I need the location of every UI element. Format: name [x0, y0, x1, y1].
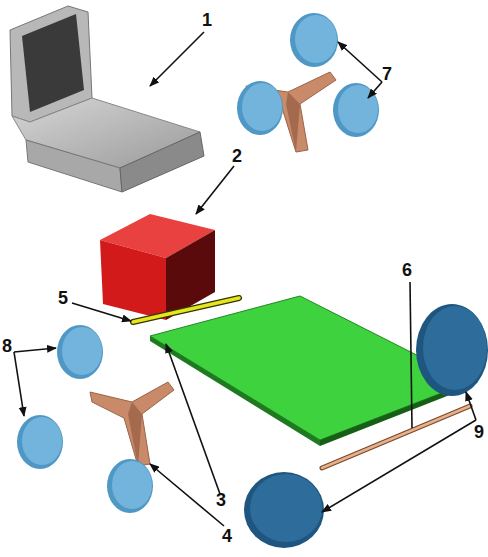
- small-wheel: [107, 459, 153, 513]
- rear-wheel: [244, 472, 324, 548]
- callout-number: 8: [2, 336, 12, 356]
- callout-number: 1: [202, 10, 212, 30]
- callout-number: 6: [402, 260, 412, 280]
- battery-box: [100, 214, 215, 320]
- small-wheel: [333, 83, 379, 137]
- callout-number: 4: [222, 526, 232, 546]
- callout-number: 5: [58, 288, 68, 308]
- small-wheel: [237, 81, 283, 135]
- small-wheel: [57, 325, 103, 379]
- rear-wheel: [416, 304, 488, 396]
- leader-lines: [14, 32, 476, 526]
- callout-number: 2: [232, 146, 242, 166]
- caster-bracket: [90, 382, 174, 466]
- small-wheel: [17, 415, 63, 469]
- seat: [10, 6, 204, 192]
- callout-number: 9: [474, 422, 484, 442]
- small-wheel: [290, 13, 338, 67]
- callout-number: 7: [382, 64, 392, 84]
- callout-number: 3: [216, 490, 226, 510]
